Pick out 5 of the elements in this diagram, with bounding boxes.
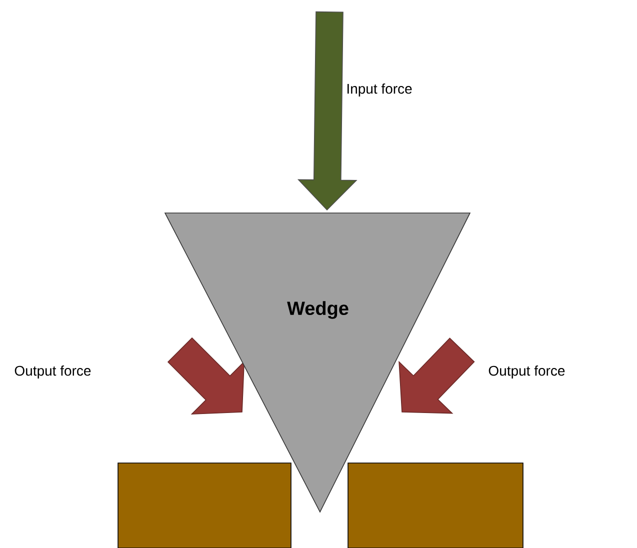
block (118, 462, 292, 548)
block (348, 462, 524, 548)
force-label: Output force (488, 365, 565, 378)
force-label: Output force (14, 365, 91, 378)
force-label: Input force (348, 83, 412, 96)
